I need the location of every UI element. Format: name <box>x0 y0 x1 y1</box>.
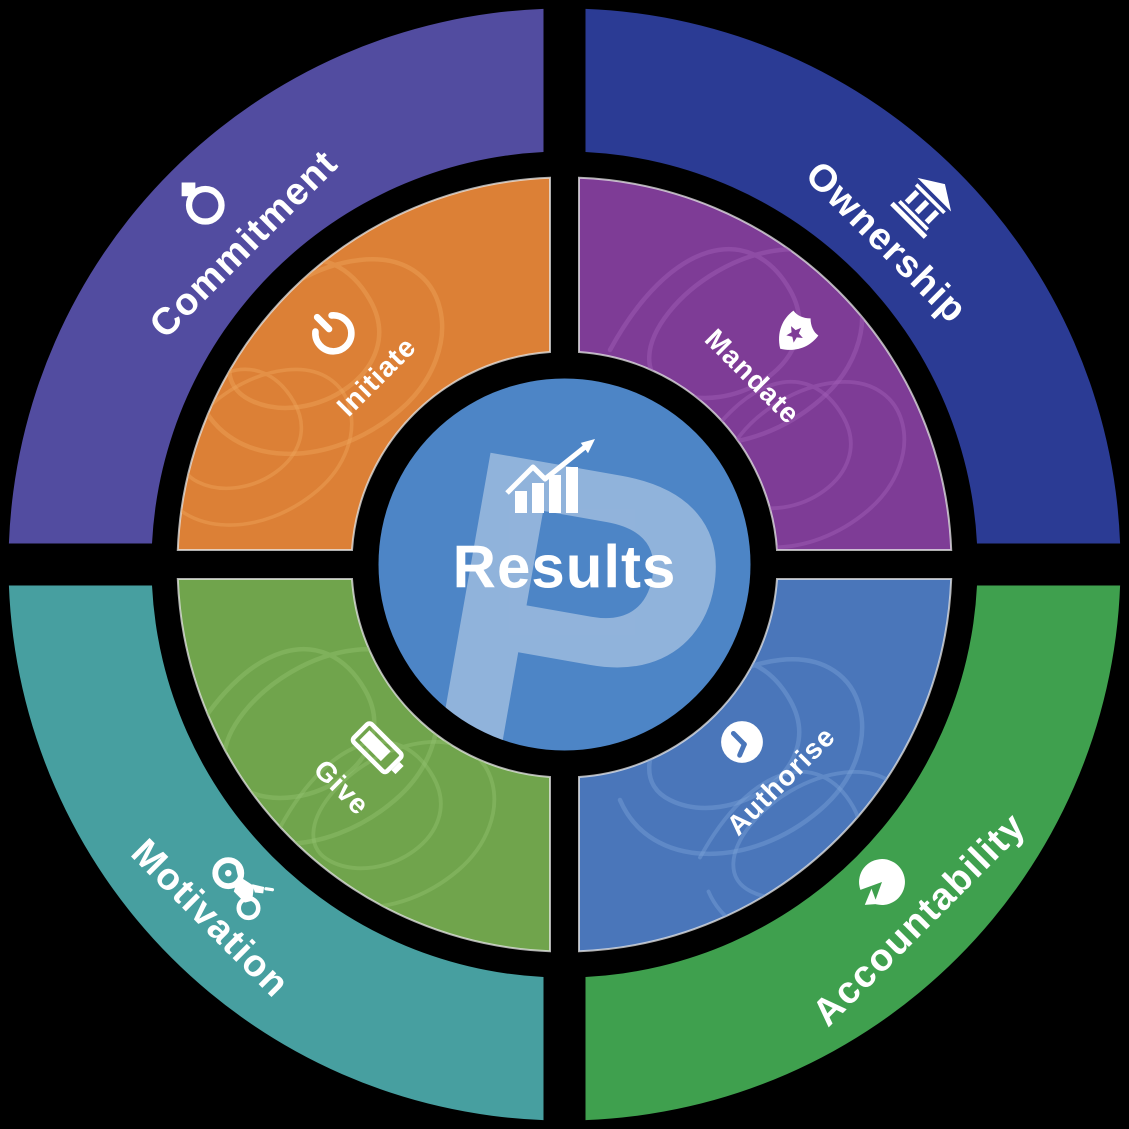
center-label: Results <box>453 534 677 601</box>
center-circle <box>378 378 751 751</box>
bar-chart-rising-arrow-icon <box>505 439 595 513</box>
outer-segment-ownership <box>585 8 1121 544</box>
power-icon <box>312 312 355 355</box>
inner-segment-initiate <box>176 176 551 551</box>
outer-segment-accountability <box>585 585 1121 1121</box>
pie-chart-icon <box>859 859 905 905</box>
motorcycle-icon <box>212 857 275 921</box>
battery-icon <box>350 721 404 775</box>
outer-segment-motivation <box>8 585 544 1121</box>
police-badge-icon <box>779 310 819 350</box>
inner-segment-authorise <box>578 578 953 953</box>
outer-segment-commitment <box>8 8 544 544</box>
ring-icon <box>181 182 225 225</box>
clock-icon <box>721 721 763 763</box>
